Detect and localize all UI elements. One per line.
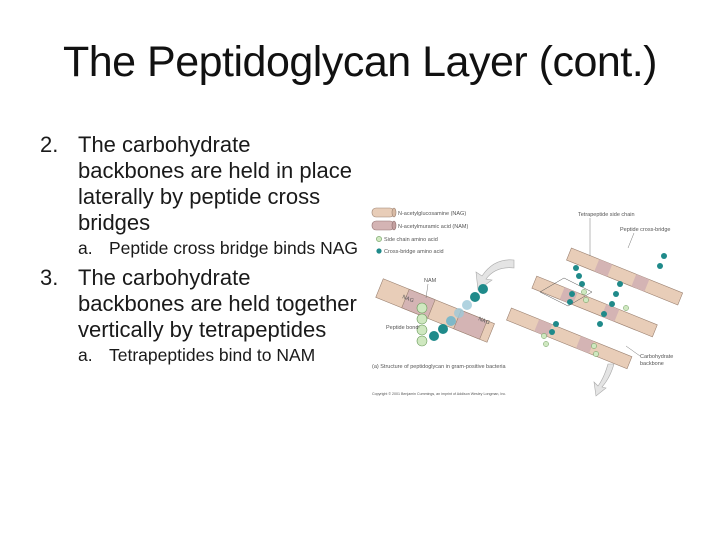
down-arrow-icon: [593, 363, 615, 397]
label-carbohydrate: Carbohydrate: [640, 354, 673, 360]
label-tetrapeptide-side-chain: Tetrapeptide side chain: [578, 212, 635, 218]
legend-nam-label: N-acetylmuramic acid (NAM): [398, 224, 468, 230]
detail-backbone: [375, 278, 495, 343]
label-peptide-cross-bridge: Peptide cross-bridge: [620, 227, 670, 233]
legend: N-acetylglucosamine (NAG) N-acetylmurami…: [371, 207, 468, 255]
label-backbone: backbone: [640, 361, 664, 367]
point-text: The carbohydrate backbones are held in p…: [78, 132, 352, 235]
point-number: 3.: [40, 265, 59, 290]
sub-point-letter: a.: [78, 345, 93, 365]
sub-point-2a: a. Peptide cross bridge binds NAG: [78, 238, 360, 259]
figure-caption: (a) Structure of peptidoglycan in gram-p…: [372, 364, 507, 370]
figure-copyright: Copyright © 2001 Benjamin Cummings, an i…: [372, 392, 506, 396]
lattice: [506, 247, 684, 370]
cross-bridge-icon: [376, 248, 382, 254]
bullet-list: 2. The carbohydrate backbones are held i…: [40, 132, 360, 372]
legend-nam-icon: [371, 220, 397, 231]
sub-point-letter: a.: [78, 238, 93, 258]
legend-nag-icon: [371, 207, 397, 218]
legend-nag-label: N-acetylglucosamine (NAG): [398, 211, 466, 217]
sub-point-text: Peptide cross bridge binds NAG: [109, 238, 359, 258]
label-peptide-bond: Peptide bond: [386, 325, 418, 331]
side-chain-icon: [376, 236, 382, 242]
peptide-cross-bridge: [429, 284, 488, 341]
legend-side-chain-label: Side chain amino acid: [384, 237, 438, 243]
label-nag-left: NAG: [401, 294, 414, 304]
legend-cross-bridge-label: Cross-bridge amino acid: [384, 249, 444, 255]
point-number: 2.: [40, 132, 59, 157]
tetrapeptide-side-chain: [416, 302, 428, 347]
point-text: The carbohydrate backbones are held toge…: [78, 265, 357, 342]
peptidoglycan-diagram: N-acetylglucosamine (NAG) N-acetylmurami…: [364, 196, 720, 406]
point-3: 3. The carbohydrate backbones are held t…: [40, 265, 360, 343]
label-nam: NAM: [424, 278, 437, 284]
sub-point-text: Tetrapeptides bind to NAM: [109, 345, 316, 365]
label-nag-right: NAG: [477, 316, 490, 326]
slide-title: The Peptidoglycan Layer (cont.): [63, 38, 658, 86]
sub-point-3a: a. Tetrapeptides bind to NAM: [78, 345, 360, 366]
point-2: 2. The carbohydrate backbones are held i…: [40, 132, 360, 236]
